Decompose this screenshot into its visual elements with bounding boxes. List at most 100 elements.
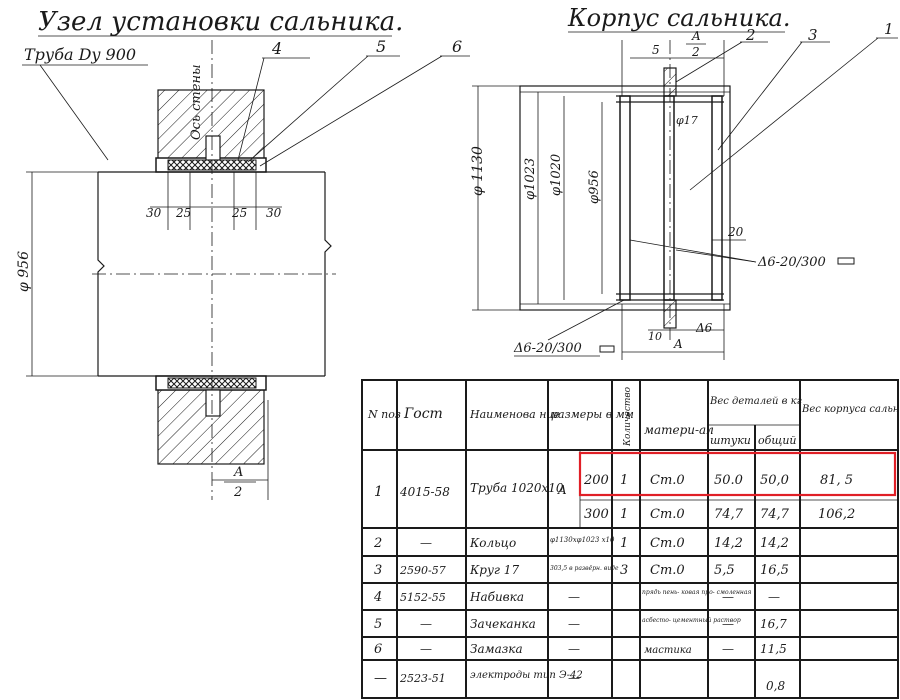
r2-size: φ1130xφ1023 x10 bbox=[550, 536, 615, 544]
dim-30-b: 30 bbox=[266, 206, 282, 220]
th-weight-detail: Вес деталей в кг bbox=[709, 396, 802, 407]
r5-name: Зачеканка bbox=[470, 617, 536, 631]
r1a-len: 200 bbox=[583, 473, 609, 488]
weld-note-2: Δ6-20/300 bbox=[513, 341, 582, 356]
left-assembly-view: Труба Dy 900 Ось стены 4 5 6 bbox=[16, 37, 470, 500]
pipe-label: Труба Dy 900 bbox=[24, 45, 136, 64]
r6-name: Замазка bbox=[470, 642, 523, 656]
r5-mat: асбесто- цементный раствор bbox=[642, 617, 741, 624]
r5-pos: 5 bbox=[374, 617, 382, 632]
th-pos: N поз bbox=[367, 408, 401, 421]
r3-gost: 2590-57 bbox=[399, 564, 446, 577]
r3-total: 16,5 bbox=[760, 563, 789, 578]
r1a-qty: 1 bbox=[620, 473, 628, 488]
r2-qty: 1 bbox=[620, 536, 628, 551]
r6-pos: 6 bbox=[374, 642, 382, 657]
frac-right-top: A bbox=[691, 29, 701, 43]
r3-size: 303,5 в развёрн. виде bbox=[550, 565, 619, 572]
dim-30-a: 30 bbox=[146, 206, 162, 220]
left-title: Узел установки сальника. bbox=[38, 7, 403, 37]
dim-20: 20 bbox=[727, 225, 744, 239]
dim-phi-956: φ956 bbox=[587, 170, 602, 204]
dim-25-a: 25 bbox=[175, 206, 191, 220]
r6-gost: — bbox=[420, 642, 432, 656]
dim-diameter-956: φ 956 bbox=[16, 251, 32, 292]
dim-phi-17: φ17 bbox=[676, 114, 698, 127]
r2-name: Кольцо bbox=[469, 536, 516, 550]
r1a-total: 50,0 bbox=[760, 473, 789, 488]
th-weight-total: общий bbox=[758, 434, 797, 447]
r6-size: — bbox=[568, 642, 580, 656]
r5-total: 16,7 bbox=[760, 617, 787, 631]
r1b-qty: 1 bbox=[620, 507, 628, 522]
r1b-len: 300 bbox=[584, 507, 609, 522]
r1b-unit: 74,7 bbox=[714, 507, 744, 522]
r6-total: 11,5 bbox=[760, 642, 787, 656]
callout-3: 3 bbox=[808, 26, 818, 44]
dim-10: 10 bbox=[648, 330, 662, 343]
right-body-view: φ 1130 φ1023 φ1020 φ956 φ17 5 A bbox=[470, 20, 898, 360]
r5-unit: — bbox=[722, 617, 734, 631]
r1a-mat: Ст.0 bbox=[650, 473, 685, 488]
r3-unit: 5,5 bbox=[714, 563, 735, 578]
r5-size: — bbox=[568, 617, 580, 631]
th-material: матери-ал bbox=[644, 423, 714, 437]
callout-1: 1 bbox=[884, 20, 894, 38]
callout-6: 6 bbox=[452, 37, 462, 56]
highlight-box bbox=[578, 451, 897, 497]
r3-pos: 3 bbox=[374, 563, 382, 578]
frac-left-top: A bbox=[233, 465, 243, 480]
r1-name: Труба 1020x10 bbox=[470, 481, 564, 495]
r2-gost: — bbox=[420, 536, 432, 550]
frac-left-bottom: 2 bbox=[233, 485, 242, 500]
th-weight-body: Вес корпуса сальника в кг bbox=[801, 404, 900, 415]
dim-5-top: 5 bbox=[652, 43, 660, 57]
r4-pos: 4 bbox=[373, 590, 382, 605]
dim-phi-1130: φ 1130 bbox=[470, 146, 486, 196]
dim-25-b: 25 bbox=[231, 206, 247, 220]
r2-pos: 2 bbox=[373, 536, 382, 551]
r3-name: Круг 17 bbox=[469, 563, 519, 577]
dim-A-bottom: A bbox=[673, 337, 683, 351]
th-name: Наименова ние bbox=[469, 408, 561, 421]
r1a-body: 81, 5 bbox=[820, 473, 853, 488]
callout-5: 5 bbox=[376, 37, 386, 56]
th-weight-unit: штуки bbox=[710, 434, 751, 447]
r1-gost: 4015-58 bbox=[399, 485, 450, 499]
callout-2: 2 bbox=[745, 26, 756, 44]
right-title: Корпус сальника. bbox=[567, 4, 790, 32]
r2-total: 14,2 bbox=[760, 536, 789, 551]
r4-total: — bbox=[768, 590, 780, 604]
wall-axis-label: Ось стены bbox=[189, 64, 204, 140]
r4-unit: — bbox=[722, 590, 734, 604]
r1b-total: 74,7 bbox=[760, 507, 790, 522]
r7-total: 0,8 bbox=[766, 679, 785, 693]
r2-mat: Ст.0 bbox=[650, 536, 685, 551]
spec-table: N поз Гост Наименова ние размеры в мм Ко… bbox=[361, 379, 900, 699]
r4-name: Набивка bbox=[469, 590, 524, 604]
r7-size: — bbox=[568, 671, 580, 685]
r7-name: электроды тип Э-42 bbox=[470, 670, 583, 681]
th-qty: Количество bbox=[623, 386, 633, 447]
r3-qty: 3 bbox=[620, 563, 628, 578]
th-size: размеры в мм bbox=[551, 408, 634, 421]
r7-pos: — bbox=[374, 671, 387, 686]
r1b-body: 106,2 bbox=[818, 507, 855, 522]
r5-gost: — bbox=[420, 617, 432, 631]
r4-size: — bbox=[568, 590, 580, 604]
r4-mat: прядь пень- ковая про- смоленная bbox=[642, 589, 751, 596]
r6-mat: мастика bbox=[644, 645, 692, 656]
r6-unit: — bbox=[722, 642, 734, 656]
r4-gost: 5152-55 bbox=[400, 591, 446, 604]
r1-size: A bbox=[557, 483, 567, 497]
frac-right-bottom: 2 bbox=[691, 45, 700, 59]
r1-pos: 1 bbox=[374, 484, 383, 500]
r1b-mat: Ст.0 bbox=[650, 507, 685, 522]
r2-unit: 14,2 bbox=[714, 536, 743, 551]
dim-phi-1020: φ1020 bbox=[549, 154, 564, 196]
weld-note-1: Δ6-20/300 bbox=[757, 255, 826, 270]
r3-mat: Ст.0 bbox=[650, 563, 685, 578]
weld-note-3: Δ6 bbox=[695, 321, 713, 335]
r1a-unit: 50.0 bbox=[714, 473, 743, 488]
dim-phi-1023: φ1023 bbox=[523, 158, 538, 200]
